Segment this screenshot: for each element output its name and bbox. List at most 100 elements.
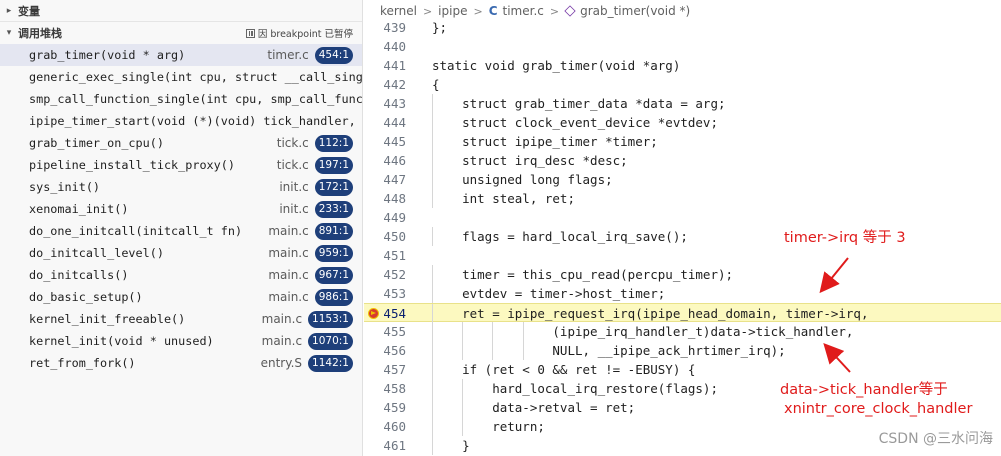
code-line[interactable]: 455 (ipipe_irq_handler_t)data->tick_hand… (364, 322, 1001, 341)
callstack-title: 调用堆栈 (18, 27, 62, 40)
code-line[interactable]: 443 struct grab_timer_data *data = arg; (364, 94, 1001, 113)
code-line[interactable]: 449 (364, 208, 1001, 227)
line-number: 444 (383, 115, 406, 130)
line-number: 448 (383, 191, 406, 206)
callstack-frame[interactable]: generic_exec_single(int cpu, struct __ca… (0, 66, 362, 88)
code-line[interactable]: 461 } (364, 436, 1001, 455)
frame-location: init.c 172:1 (273, 176, 353, 198)
frame-function: smp_call_function_single(int cpu, smp_ca… (29, 92, 363, 106)
indent-guide (432, 151, 433, 170)
code-line[interactable]: 446 struct irq_desc *desc; (364, 151, 1001, 170)
breadcrumb-item-file[interactable]: timer.c (502, 4, 544, 18)
code-text: data->retval = ret; (432, 400, 636, 415)
line-number: 451 (383, 248, 406, 263)
code-line[interactable]: 452 timer = this_cpu_read(percpu_timer); (364, 265, 1001, 284)
line-number: 456 (383, 343, 406, 358)
breadcrumb-separator: > (473, 4, 483, 18)
indent-guide (522, 322, 524, 341)
breadcrumb-item-symbol[interactable]: grab_timer(void *) (580, 4, 691, 18)
frame-file: init.c (279, 180, 309, 194)
frame-function: xenomai_init() (29, 202, 129, 216)
frame-line-badge: 172:1 (314, 178, 353, 196)
callstack-frame[interactable]: ipipe_timer_start(void (*)(void) tick_ha… (0, 110, 362, 132)
code-line[interactable]: 453 evtdev = timer->host_timer; (364, 284, 1001, 303)
line-number: 461 (383, 438, 406, 453)
indent-guide (462, 341, 464, 360)
code-line[interactable]: 447 unsigned long flags; (364, 170, 1001, 189)
frame-function: do_basic_setup() (29, 290, 143, 304)
code-line[interactable]: 444 struct clock_event_device *evtdev; (364, 113, 1001, 132)
code-text: NULL, __ipipe_ack_hrtimer_irq); (432, 343, 786, 358)
breadcrumb-item-kernel[interactable]: kernel (380, 4, 417, 18)
code-line[interactable]: 439}; (364, 18, 1001, 37)
line-number: 459 (383, 400, 406, 415)
frame-function: grab_timer(void * arg) (29, 48, 186, 62)
frame-file: main.c (268, 246, 309, 260)
annotation-tick-handler-line1: data->tick_handler等于 (780, 382, 948, 398)
callstack-section-header[interactable]: ▾ 调用堆栈 因 breakpoint 已暂停 (0, 22, 362, 44)
c-file-icon: C (488, 4, 498, 18)
code-line[interactable]: 450 flags = hard_local_irq_save(); (364, 227, 1001, 246)
indent-guide (432, 398, 433, 417)
variables-title: 变量 (18, 4, 40, 18)
frame-function: kernel_init(void * unused) (29, 334, 214, 348)
line-number: 460 (383, 419, 406, 434)
code-text: struct ipipe_timer *timer; (432, 134, 658, 149)
code-text: int steal, ret; (432, 191, 575, 206)
callstack-frame[interactable]: sys_init() init.c 172:1 (0, 176, 362, 198)
breakpoint-current-icon[interactable] (368, 308, 379, 319)
code-line[interactable]: 457 if (ret < 0 && ret != -EBUSY) { (364, 360, 1001, 379)
frame-function: kernel_init_freeable() (29, 312, 186, 326)
code-line[interactable]: 448 int steal, ret; (364, 189, 1001, 208)
code-line[interactable]: 451 (364, 246, 1001, 265)
code-line[interactable]: 456 NULL, __ipipe_ack_hrtimer_irq); (364, 341, 1001, 360)
indent-guide (432, 322, 433, 341)
indent-guide (432, 341, 433, 360)
code-line-current[interactable]: 454 ret = ipipe_request_irq(ipipe_head_d… (364, 303, 1001, 323)
frame-line-badge: 1070:1 (308, 332, 353, 350)
code-line[interactable]: 458 hard_local_irq_restore(flags); (364, 379, 1001, 398)
code-line[interactable]: 459 data->retval = ret; (364, 398, 1001, 417)
code-text: ret = ipipe_request_irq(ipipe_head_domai… (432, 306, 869, 321)
code-text: return; (432, 419, 545, 434)
indent-guide (432, 132, 433, 151)
frame-function: sys_init() (29, 180, 101, 194)
code-line[interactable]: 440 (364, 37, 1001, 56)
indent-guide (432, 360, 433, 379)
line-number: 439 (383, 20, 406, 35)
code-editor: kernel > ipipe > C timer.c > grab_timer(… (364, 0, 1001, 456)
paused-status: 因 breakpoint 已暂停 (245, 22, 353, 44)
frame-line-badge: 959:1 (314, 244, 353, 262)
annotation-timer-irq: timer->irq 等于 3 (784, 230, 906, 246)
code-line[interactable]: 460 return; (364, 417, 1001, 436)
indent-guide (432, 284, 433, 303)
line-number: 453 (383, 286, 406, 301)
indent-guide (432, 94, 433, 113)
indent-guide (432, 189, 433, 208)
callstack-frame[interactable]: smp_call_function_single(int cpu, smp_ca… (0, 88, 363, 110)
code-text: { (432, 77, 440, 92)
frame-line-badge: 1153:1 (308, 310, 353, 328)
code-line[interactable]: 445 struct ipipe_timer *timer; (364, 132, 1001, 151)
variables-section-header[interactable]: ▸ 变量 (0, 0, 362, 22)
code-line[interactable]: 442{ (364, 75, 1001, 94)
frame-file: tick.c (276, 136, 309, 150)
breadcrumb-item-ipipe[interactable]: ipipe (438, 4, 468, 18)
